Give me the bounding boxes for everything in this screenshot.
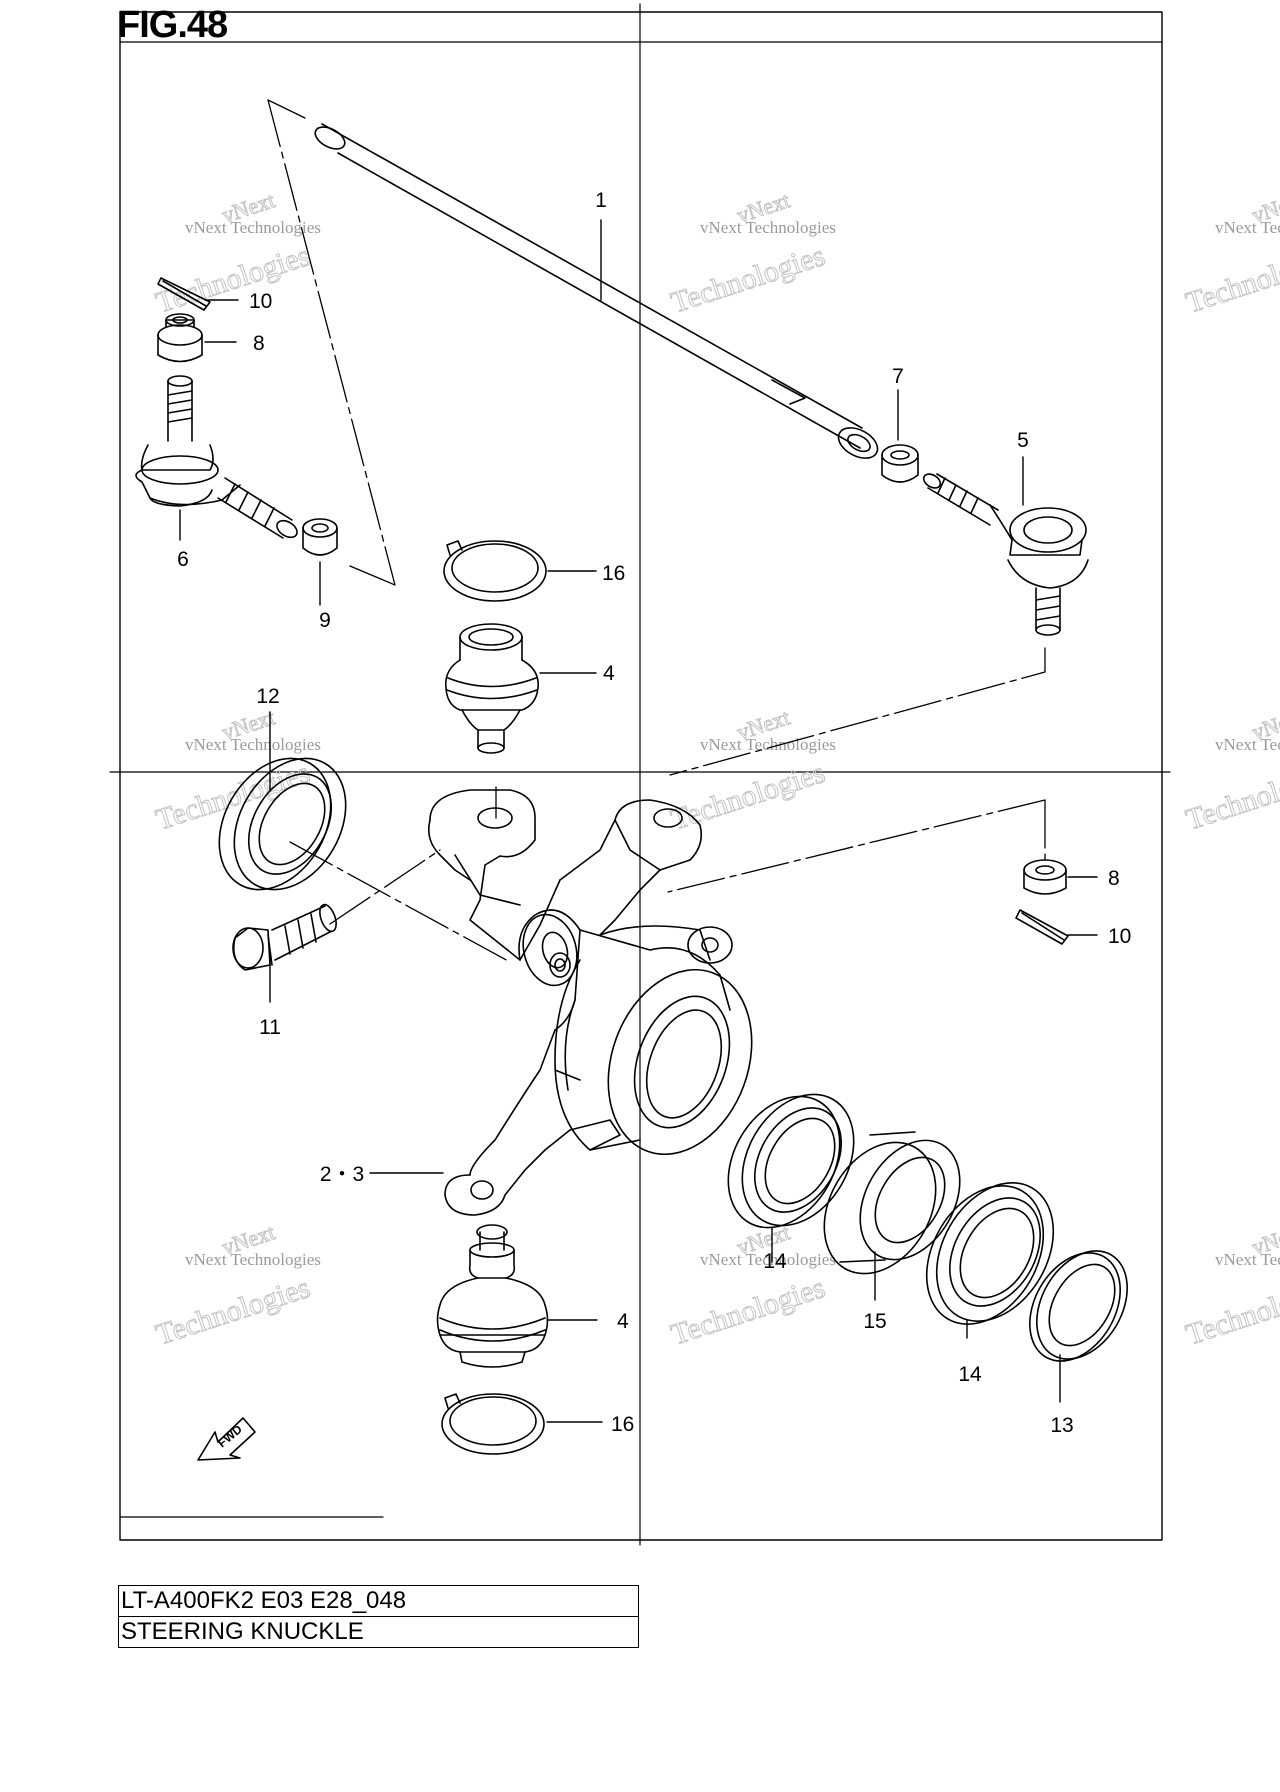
watermark-text: vNext Technologies: [185, 1250, 321, 1269]
part-6-tie-rod-end-left: [135, 375, 298, 539]
part-1-tie-rod: [314, 123, 879, 459]
diagram-frame: [109, 3, 1171, 1546]
watermark-text: Technologies: [1182, 239, 1280, 320]
forward-direction-arrow: FWD: [197, 1417, 256, 1461]
model-code-label: LT-A400FK2 E03 E28_048: [118, 1585, 639, 1617]
part-13-seal-ring: [1029, 1250, 1128, 1362]
callout-5: 5: [1017, 429, 1029, 452]
callout-14-left: 14: [763, 1250, 787, 1273]
watermark-text: vNext Technologies: [185, 735, 321, 754]
watermark-text: vNext Technologies: [185, 218, 321, 237]
part-4-ball-joint-bottom: [436, 1224, 549, 1368]
watermark-text: vNext Technologies: [700, 218, 836, 237]
callout-14-right: 14: [958, 1363, 982, 1386]
part-16-circlip-top: [443, 540, 547, 602]
callout-8-left: 8: [253, 332, 265, 355]
callout-4-top: 4: [603, 662, 615, 685]
part-11-bolt: [232, 903, 337, 971]
callout-11: 11: [259, 1016, 281, 1039]
part-12-oil-seal: [218, 757, 347, 891]
watermark-text: vNext Technologies: [1215, 218, 1280, 237]
callout-8-right: 8: [1108, 867, 1120, 890]
callout-9: 9: [319, 609, 331, 632]
callout-labels: 1 2・3 4 4 5 6 7 8 8 9 10 10 11 12 13 14 …: [177, 189, 1131, 1437]
watermark-text: vNext Technologies: [1215, 735, 1280, 754]
callout-12: 12: [256, 685, 279, 708]
watermark-text: Technologies: [152, 1271, 314, 1352]
watermark-text: Technologies: [152, 239, 314, 320]
callout-16-top: 16: [602, 562, 625, 585]
watermark-text: vNext Technologies: [1215, 1250, 1280, 1269]
watermark-text: Technologies: [667, 1271, 829, 1352]
callout-1: 1: [595, 189, 607, 212]
watermark-text: Technologies: [667, 239, 829, 320]
part-14-oil-seal-1: [727, 1093, 855, 1229]
callout-13: 13: [1050, 1414, 1073, 1437]
callout-4-bottom: 4: [617, 1310, 629, 1333]
callout-6: 6: [177, 548, 189, 571]
watermark-text: vNext Technologies: [700, 1250, 836, 1269]
callout-10-left: 10: [249, 290, 272, 313]
watermark-text: Technologies: [1182, 1271, 1280, 1352]
watermark-text: Technologies: [1182, 756, 1280, 837]
section-name-label: STEERING KNUCKLE: [118, 1616, 639, 1648]
callout-10-right: 10: [1108, 925, 1131, 948]
part-15-bearing: [823, 1131, 961, 1275]
callout-16-bottom: 16: [611, 1413, 634, 1436]
part-2-3-steering-knuckle: [427, 789, 753, 1216]
part-7-nut-right: [881, 444, 919, 483]
callout-7: 7: [892, 365, 904, 388]
part-5-tie-rod-end-right: [922, 473, 1089, 636]
part-10-cotter-pin-right: [1015, 909, 1069, 945]
part-16-circlip-bottom: [441, 1393, 545, 1455]
figure-title: FIG.48: [117, 4, 228, 46]
part-10-cotter-pin-left: [157, 277, 211, 311]
part-4-ball-joint-top: [444, 623, 539, 754]
part-9-nut-left: [302, 518, 338, 556]
watermark-text: Technologies: [667, 756, 829, 837]
callout-2-3: 2・3: [320, 1163, 364, 1186]
callout-15: 15: [863, 1310, 886, 1333]
assembly-guide-lines: [267, 99, 1046, 963]
callout-leader-lines: [179, 219, 1098, 1423]
part-14-oil-seal-2: [925, 1182, 1055, 1325]
watermark-text: vNext Technologies: [700, 735, 836, 754]
part-8-nut-left: [157, 313, 203, 363]
part-8-nut-right: [1023, 859, 1067, 895]
